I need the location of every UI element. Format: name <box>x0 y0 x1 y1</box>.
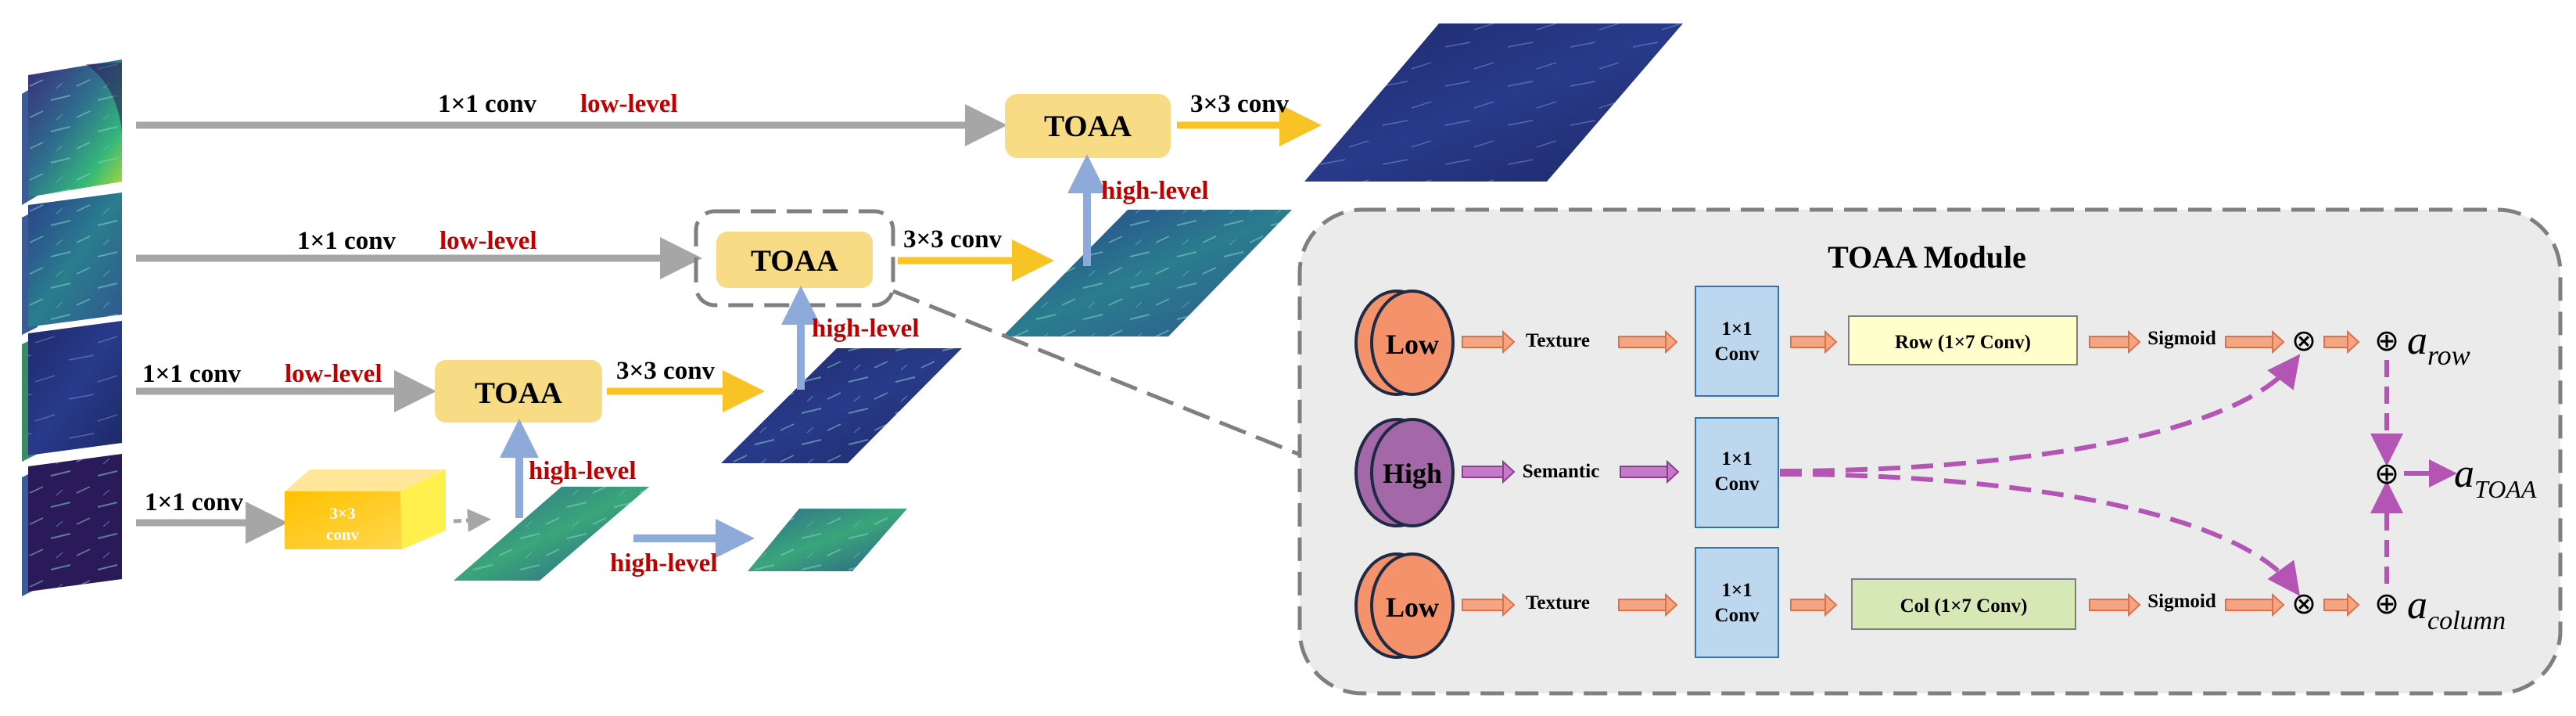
low-label-top: Low <box>1386 329 1439 360</box>
orange-arrow-3c <box>1790 592 1838 617</box>
conv-box-top <box>1695 286 1779 397</box>
feature-map-row2-output <box>1003 210 1292 336</box>
output-feature-map <box>1304 23 1683 182</box>
conv3x3-label-row1: 3×3 conv <box>1190 90 1290 118</box>
circled-plus-icon-middle: ⊕ <box>2374 458 2399 491</box>
cube-label-line1: 3×3 <box>330 504 356 523</box>
orange-arrow-1c <box>1790 329 1838 354</box>
a-column-base: a <box>2407 583 2427 628</box>
orange-arrow-3d <box>2089 592 2141 617</box>
a-toaa-subscript: TOAA <box>2474 475 2537 503</box>
conv-box-middle-line1: 1×1 <box>1721 448 1752 470</box>
high-level-label-row3: high-level <box>529 457 637 485</box>
low-label-bottom: Low <box>1386 592 1439 623</box>
conv3x3-cube: 3×3 conv <box>285 470 446 549</box>
orange-arrow-3b <box>1618 592 1678 617</box>
conv3x3-label-row2: 3×3 conv <box>903 225 1003 254</box>
toaa-label-row2: TOAA <box>751 244 838 278</box>
cube-label-line2: conv <box>326 525 360 544</box>
a-row-subscript: row <box>2427 340 2470 371</box>
conv1x1-label-row2: 1×1 conv <box>297 227 396 255</box>
orange-arrow-1e <box>2225 329 2285 354</box>
conv1x1-label-row1: 1×1 conv <box>438 90 537 118</box>
module-title: TOAA Module <box>1828 239 2026 275</box>
toaa-box-row1 <box>1005 94 1171 158</box>
conv-box-bottom-line1: 1×1 <box>1721 580 1752 601</box>
sigmoid-label-top: Sigmoid <box>2147 328 2216 349</box>
a-column-symbol: acolumn <box>2407 583 2506 635</box>
orange-arrow-1a <box>1462 329 1516 354</box>
low-level-label-row2: low-level <box>439 227 537 255</box>
orange-arrow-3f <box>2323 592 2360 617</box>
circled-times-icon: ⊗ <box>2291 325 2316 358</box>
toaa-label-row3: TOAA <box>475 376 562 410</box>
toaa-label-row1: TOAA <box>1044 110 1132 143</box>
purple-arrow-2a <box>1462 459 1516 484</box>
gray-dashed-arrow-cube <box>453 509 491 533</box>
toaa-box-row2 <box>716 232 873 288</box>
orange-arrow-1b <box>1618 329 1678 354</box>
conv-box-top-line1: 1×1 <box>1721 318 1752 340</box>
high-level-label-row2: high-level <box>812 315 920 343</box>
a-column-subscript: column <box>2427 606 2506 635</box>
conv-box-middle-line2: Conv <box>1715 473 1760 495</box>
toaa-highlight-dashed-box <box>694 209 895 308</box>
texture-label-bottom: Texture <box>1526 592 1590 613</box>
conv3x3-label-row3: 3×3 conv <box>616 357 716 385</box>
high-level-label-row1: high-level <box>1101 177 1209 205</box>
a-row-symbol: arow <box>2407 318 2470 371</box>
col-conv-label: Col (1×7 Conv) <box>1900 595 2028 617</box>
a-toaa-base: a <box>2454 452 2474 496</box>
col-conv-box <box>1851 578 2076 630</box>
conv-box-bottom-line2: Conv <box>1715 605 1760 626</box>
input-feature-map-4 <box>22 454 122 596</box>
circled-times-icon-bottom: ⊗ <box>2291 588 2316 621</box>
feature-map-row4-small <box>748 509 907 571</box>
orange-arrow-1f <box>2323 329 2360 354</box>
circled-plus-icon: ⊕ <box>2374 325 2399 358</box>
toaa-module-panel <box>1297 207 2563 696</box>
high-circle <box>1354 418 1455 527</box>
conv-box-bottom <box>1695 547 1779 658</box>
conv1x1-label-row3: 1×1 conv <box>142 360 242 388</box>
toaa-box-row3 <box>435 360 602 423</box>
feature-map-row4-output <box>454 487 649 581</box>
a-row-base: a <box>2407 318 2427 363</box>
feature-map-row3-output <box>721 348 962 463</box>
row-conv-box <box>1848 315 2078 365</box>
conv-box-middle <box>1695 417 1779 528</box>
orange-arrow-1d <box>2089 329 2141 354</box>
low-level-label-row1: low-level <box>580 90 678 118</box>
orange-arrow-3e <box>2225 592 2285 617</box>
high-level-label-row4: high-level <box>610 549 718 577</box>
input-feature-map-2 <box>22 192 122 335</box>
texture-label-top: Texture <box>1526 330 1590 351</box>
input-feature-map-3 <box>22 321 122 462</box>
semantic-label: Semantic <box>1523 461 1600 482</box>
a-toaa-symbol: aTOAA <box>2454 452 2537 503</box>
dashed-connector-to-module <box>892 289 1299 456</box>
conv1x1-label-row4: 1×1 conv <box>145 488 244 516</box>
circled-plus-icon-bottom: ⊕ <box>2374 588 2399 621</box>
purple-arrow-2b <box>1620 459 1680 484</box>
conv-box-top-line2: Conv <box>1715 344 1760 365</box>
orange-arrow-3a <box>1462 592 1516 617</box>
input-feature-map-1 <box>22 59 122 205</box>
low-level-label-row3: low-level <box>285 360 382 388</box>
low-circle-bottom <box>1354 552 1455 659</box>
sigmoid-label-bottom: Sigmoid <box>2147 591 2216 612</box>
low-circle-top <box>1354 290 1455 396</box>
high-label: High <box>1383 458 1442 489</box>
row-conv-label: Row (1×7 Conv) <box>1895 332 2031 353</box>
